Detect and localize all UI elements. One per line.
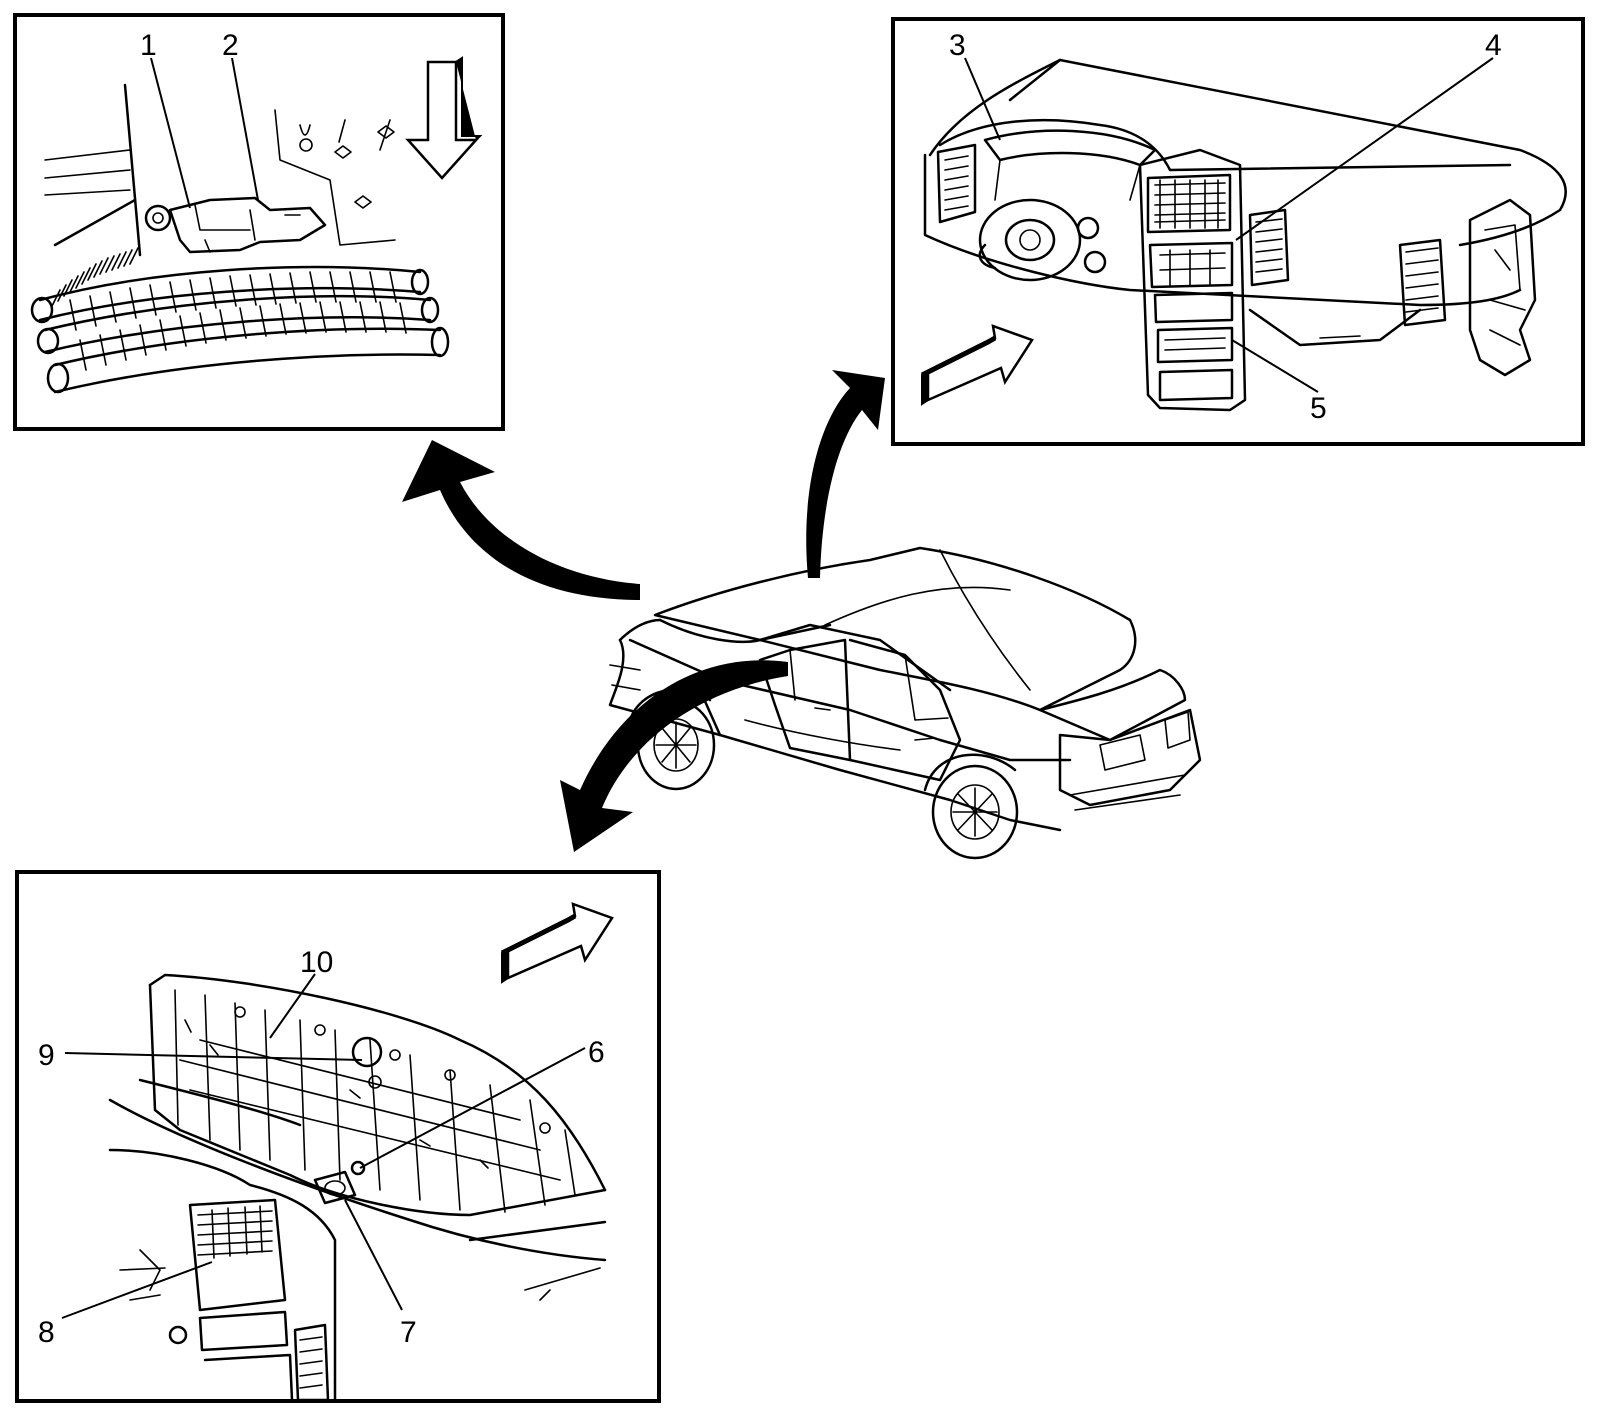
callout-1: 1 [140, 29, 157, 62]
arrow-to-top-right [806, 370, 885, 578]
instrument-panel-view [920, 58, 1567, 412]
callout-9: 9 [38, 1039, 55, 1072]
vehicle-illustration [608, 546, 1202, 860]
wire-harness [30, 247, 450, 394]
front-direction-arrow [500, 902, 614, 984]
dash-underside-view [108, 902, 614, 1399]
callout-6: 6 [588, 1036, 605, 1069]
wire-harness-sensor-view [30, 56, 483, 394]
callout-10: 10 [300, 946, 333, 979]
callout-5: 5 [1310, 392, 1327, 425]
front-direction-arrow [920, 324, 1034, 406]
callout-7: 7 [400, 1316, 417, 1349]
panel-bottom-left: 10 9 6 7 8 [15, 870, 661, 1403]
callout-3: 3 [949, 29, 966, 62]
view-direction-arrow [405, 56, 483, 180]
callout-2: 2 [222, 29, 239, 62]
panel-top-left: 1 2 [13, 13, 505, 431]
panel-top-right: 3 4 5 [891, 17, 1585, 446]
rear-wheel [923, 753, 1019, 860]
arrow-to-bottom-left [560, 660, 788, 852]
callout-4: 4 [1485, 29, 1502, 62]
arrow-to-top-left [402, 440, 640, 600]
callout-8: 8 [38, 1316, 55, 1349]
